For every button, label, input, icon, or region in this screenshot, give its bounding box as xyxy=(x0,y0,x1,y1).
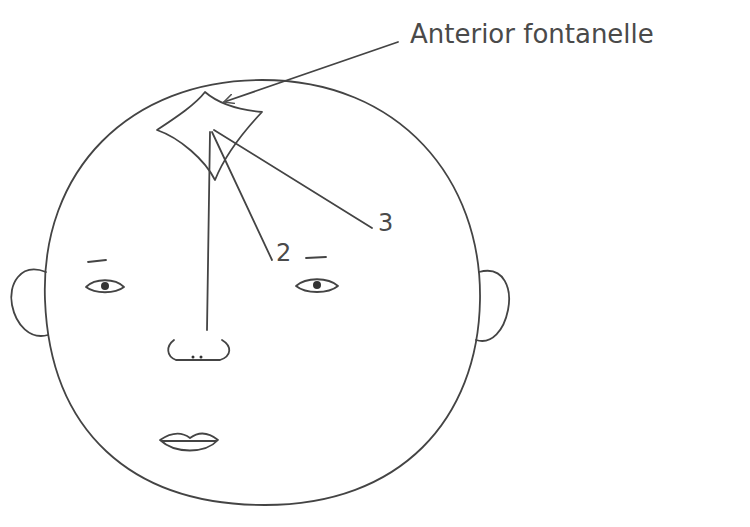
head-outline xyxy=(45,80,480,505)
leader-arrow xyxy=(224,42,398,102)
nostril xyxy=(192,356,195,359)
nostril xyxy=(200,356,203,359)
right-pupil xyxy=(313,281,321,289)
measure-line-1 xyxy=(207,132,210,330)
callout-number: 3 xyxy=(378,210,393,236)
right-eyebrow xyxy=(306,257,326,258)
left-ear xyxy=(11,270,48,336)
left-eye xyxy=(86,280,124,292)
measure-line-2 xyxy=(212,132,272,260)
nose xyxy=(168,340,229,360)
right-ear xyxy=(476,271,509,341)
callout-number: 2 xyxy=(276,240,291,266)
left-pupil xyxy=(101,282,109,290)
left-eyebrow xyxy=(88,260,106,262)
measure-line-3 xyxy=(214,130,372,228)
part-label: Anterior fontanelle xyxy=(410,20,654,49)
mouth xyxy=(160,434,218,451)
right-eye xyxy=(296,279,338,292)
